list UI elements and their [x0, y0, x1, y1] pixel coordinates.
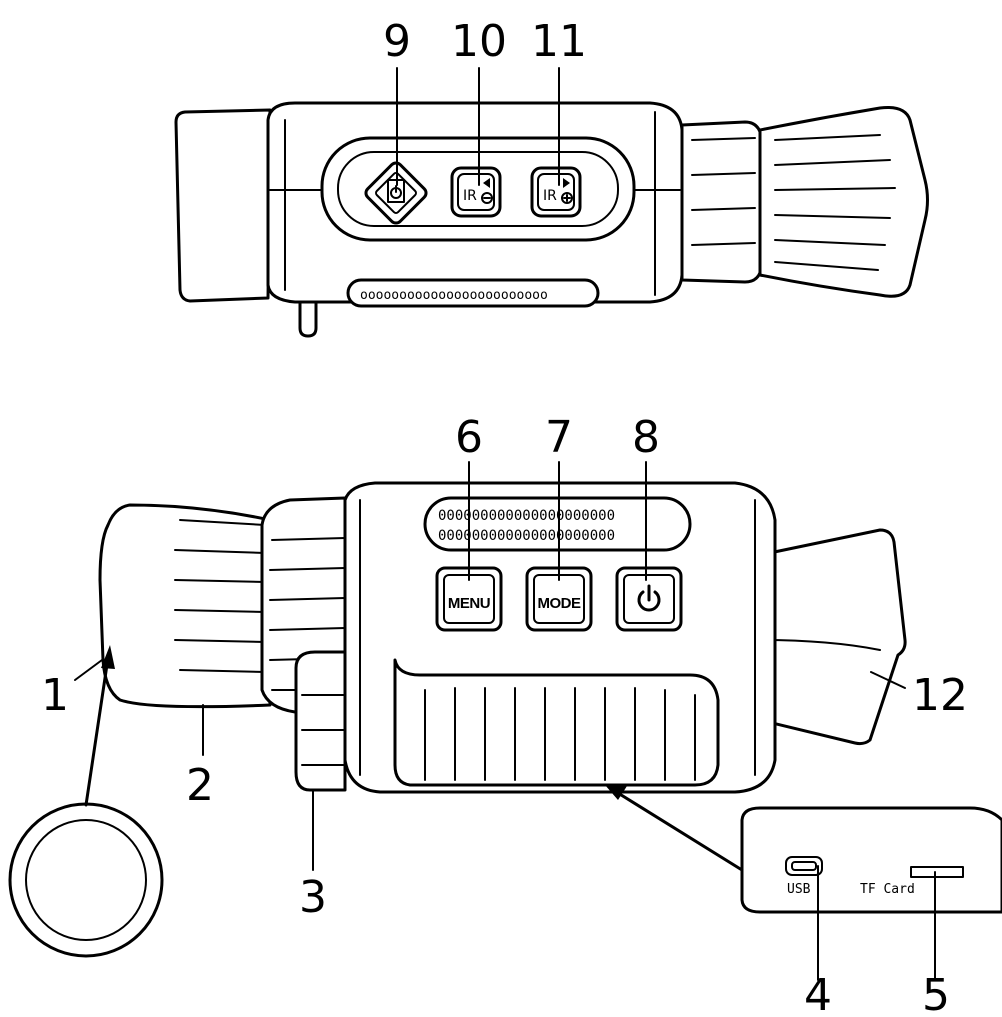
port-panel: USB TF Card [740, 806, 1002, 914]
ir-increase-icon: IR [543, 178, 573, 204]
callout-11: 11 [531, 16, 587, 67]
top-focus-ring [680, 120, 764, 284]
ir-decrease-icon: IR [463, 178, 493, 204]
tf-card-slot[interactable] [910, 866, 964, 878]
power-icon [637, 584, 661, 612]
side-vent [423, 496, 692, 552]
top-power-button[interactable] [363, 160, 428, 225]
usb-port[interactable] [785, 856, 823, 876]
pointer-arrow-icon [84, 645, 115, 807]
callout-4: 4 [804, 970, 832, 1017]
callout-2: 2 [186, 760, 214, 811]
callout-9: 9 [383, 16, 411, 67]
callout-3: 3 [299, 872, 327, 923]
side-knob[interactable] [294, 650, 347, 792]
top-eyecup [174, 108, 272, 303]
callout-6: 6 [455, 412, 483, 463]
callout-5: 5 [922, 970, 950, 1017]
usb-label: USB [787, 882, 811, 897]
power-button[interactable] [615, 566, 683, 632]
side-grip [393, 658, 720, 787]
ir-increase-button[interactable]: IR [530, 166, 582, 218]
mode-label: MODE [538, 595, 581, 612]
callout-1: 1 [41, 670, 69, 721]
menu-button[interactable]: MENU [435, 566, 503, 632]
menu-label: MENU [448, 595, 490, 612]
side-view: 000000000000000000000 000000000000000000… [98, 481, 907, 794]
tf-label: TF Card [860, 882, 915, 897]
callout-numbers: 9 10 11 6 7 8 1 2 3 12 4 5 [41, 16, 968, 1017]
side-objective-hood [758, 528, 907, 746]
callout-7: 7 [545, 412, 573, 463]
top-lens-hood [758, 106, 929, 298]
svg-text:oooooooooooooooooooooooo: oooooooooooooooooooooooo [360, 288, 548, 303]
callout-10: 10 [451, 16, 507, 67]
svg-text:000000000000000000000: 000000000000000000000 [438, 528, 615, 544]
svg-text:IR: IR [543, 188, 557, 204]
callout-12: 12 [912, 670, 968, 721]
pointer-arrow-icon [605, 785, 744, 872]
svg-text:000000000000000000000: 000000000000000000000 [438, 508, 615, 524]
ir-decrease-button[interactable]: IR [450, 166, 502, 218]
top-view: oooooooooooooooooooooooo IR [174, 101, 929, 338]
side-eyecup [98, 503, 272, 709]
lens-cap [8, 802, 164, 958]
svg-text:IR: IR [463, 188, 477, 204]
callout-8: 8 [632, 412, 660, 463]
leader-lines [74, 67, 936, 981]
top-vent-strip [346, 278, 600, 308]
